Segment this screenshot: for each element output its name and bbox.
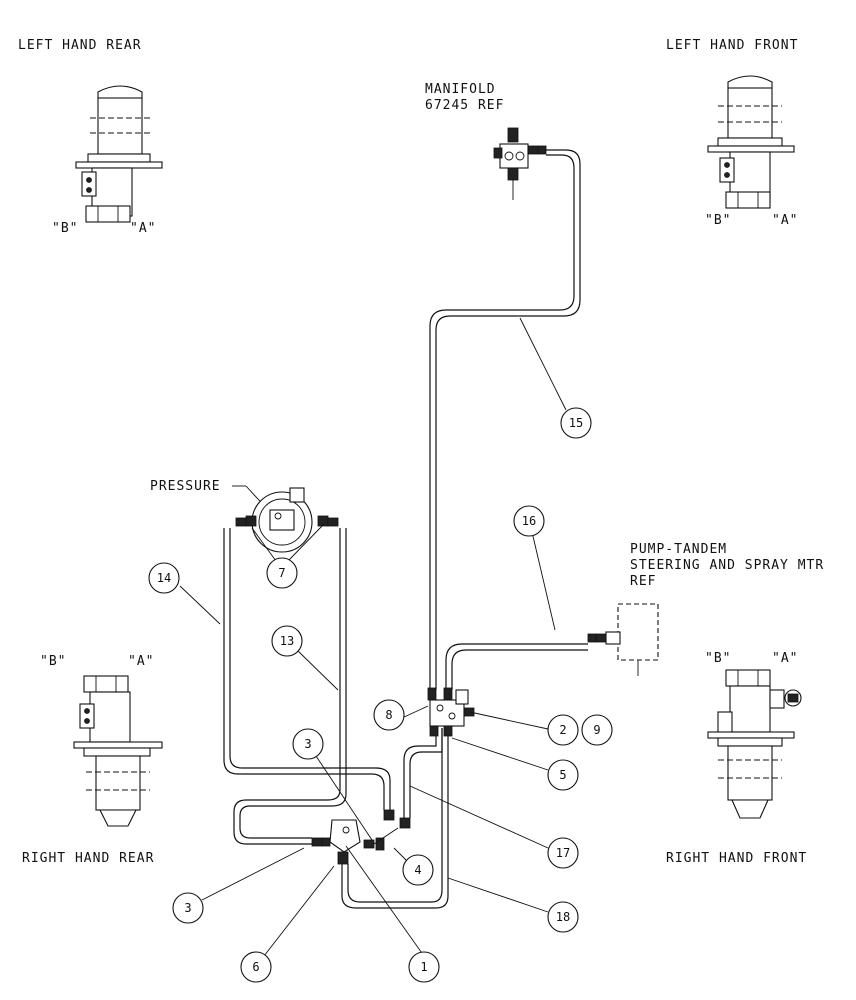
callout-3-top-label: 3	[304, 737, 311, 751]
pressure-gauge	[235, 487, 339, 553]
pump-tandem	[587, 603, 659, 676]
hose-15-inner	[429, 154, 575, 690]
label-pump-steering: STEERING AND SPRAY MTR	[630, 558, 824, 573]
callout-9: 9	[581, 714, 613, 746]
label-manifold: MANIFOLD	[425, 82, 496, 97]
hose-17-inner	[409, 728, 443, 818]
hose-14	[223, 528, 385, 810]
port-label-b-rhr: "B"	[40, 654, 66, 669]
callout-6-label: 6	[252, 960, 259, 974]
callout-4: 4	[402, 854, 434, 886]
hose-16	[445, 643, 588, 690]
callout-14-label: 14	[157, 571, 171, 585]
callout-4-label: 4	[414, 863, 421, 877]
manifold-block	[493, 127, 547, 200]
label-pump-tandem: PUMP-TANDEM	[630, 542, 727, 557]
leader-lines	[179, 317, 567, 957]
motor-right-hand-rear	[73, 675, 163, 827]
label-pressure: PRESSURE	[150, 479, 221, 494]
hose-13	[233, 528, 341, 845]
label-right-hand-front: RIGHT HAND FRONT	[666, 851, 807, 866]
label-manifold-ref: 67245 REF	[425, 98, 504, 113]
valve-block	[427, 687, 475, 737]
label-left-hand-front: LEFT HAND FRONT	[666, 38, 798, 53]
callout-17-label: 17	[556, 846, 570, 860]
motor-left-hand-front	[707, 75, 795, 209]
callout-18-label: 18	[556, 910, 570, 924]
callout-7: 7	[266, 557, 298, 589]
port-label-a-rhf: "A"	[772, 651, 798, 666]
callout-8: 8	[373, 699, 405, 731]
callout-1: 1	[408, 951, 440, 983]
port-label-a-rhr: "A"	[128, 654, 154, 669]
hose-17	[403, 728, 437, 818]
callout-16-label: 16	[522, 514, 536, 528]
hose-13-inner	[239, 528, 347, 839]
callout-13: 13	[271, 625, 303, 657]
callout-6: 6	[240, 951, 272, 983]
motor-left-hand-rear	[75, 85, 163, 223]
callout-3-bottom-label: 3	[184, 901, 191, 915]
callout-14: 14	[148, 562, 180, 594]
callout-18: 18	[547, 901, 579, 933]
callout-5-label: 5	[559, 768, 566, 782]
port-label-b-lhf: "B"	[705, 213, 731, 228]
port-label-a-lhr: "A"	[130, 221, 156, 236]
port-label-b-rhf: "B"	[705, 651, 731, 666]
callout-2-label: 2	[559, 723, 566, 737]
callout-13-label: 13	[280, 634, 294, 648]
callout-2: 2	[547, 714, 579, 746]
motor-right-hand-front	[707, 669, 802, 819]
port-label-b-lhr: "B"	[52, 221, 78, 236]
label-left-hand-rear: LEFT HAND REAR	[18, 38, 142, 53]
callout-5: 5	[547, 759, 579, 791]
callout-1-label: 1	[420, 960, 427, 974]
flow-valve	[311, 809, 411, 865]
label-pump-ref: REF	[630, 574, 656, 589]
hose-14-inner	[229, 528, 391, 810]
hose-18	[341, 728, 449, 909]
callout-17: 17	[547, 837, 579, 869]
port-label-a-lhf: "A"	[772, 213, 798, 228]
label-right-hand-rear: RIGHT HAND REAR	[22, 851, 154, 866]
callout-15: 15	[560, 407, 592, 439]
callout-9-label: 9	[593, 723, 600, 737]
callout-8-label: 8	[385, 708, 392, 722]
hose-16-inner	[451, 649, 588, 690]
callout-3-top: 3	[292, 728, 324, 760]
callout-3-bottom: 3	[172, 892, 204, 924]
callout-7-label: 7	[278, 566, 285, 580]
callout-16: 16	[513, 505, 545, 537]
hose-15	[435, 149, 581, 690]
hose-18-inner	[347, 728, 443, 903]
callout-15-label: 15	[569, 416, 583, 430]
